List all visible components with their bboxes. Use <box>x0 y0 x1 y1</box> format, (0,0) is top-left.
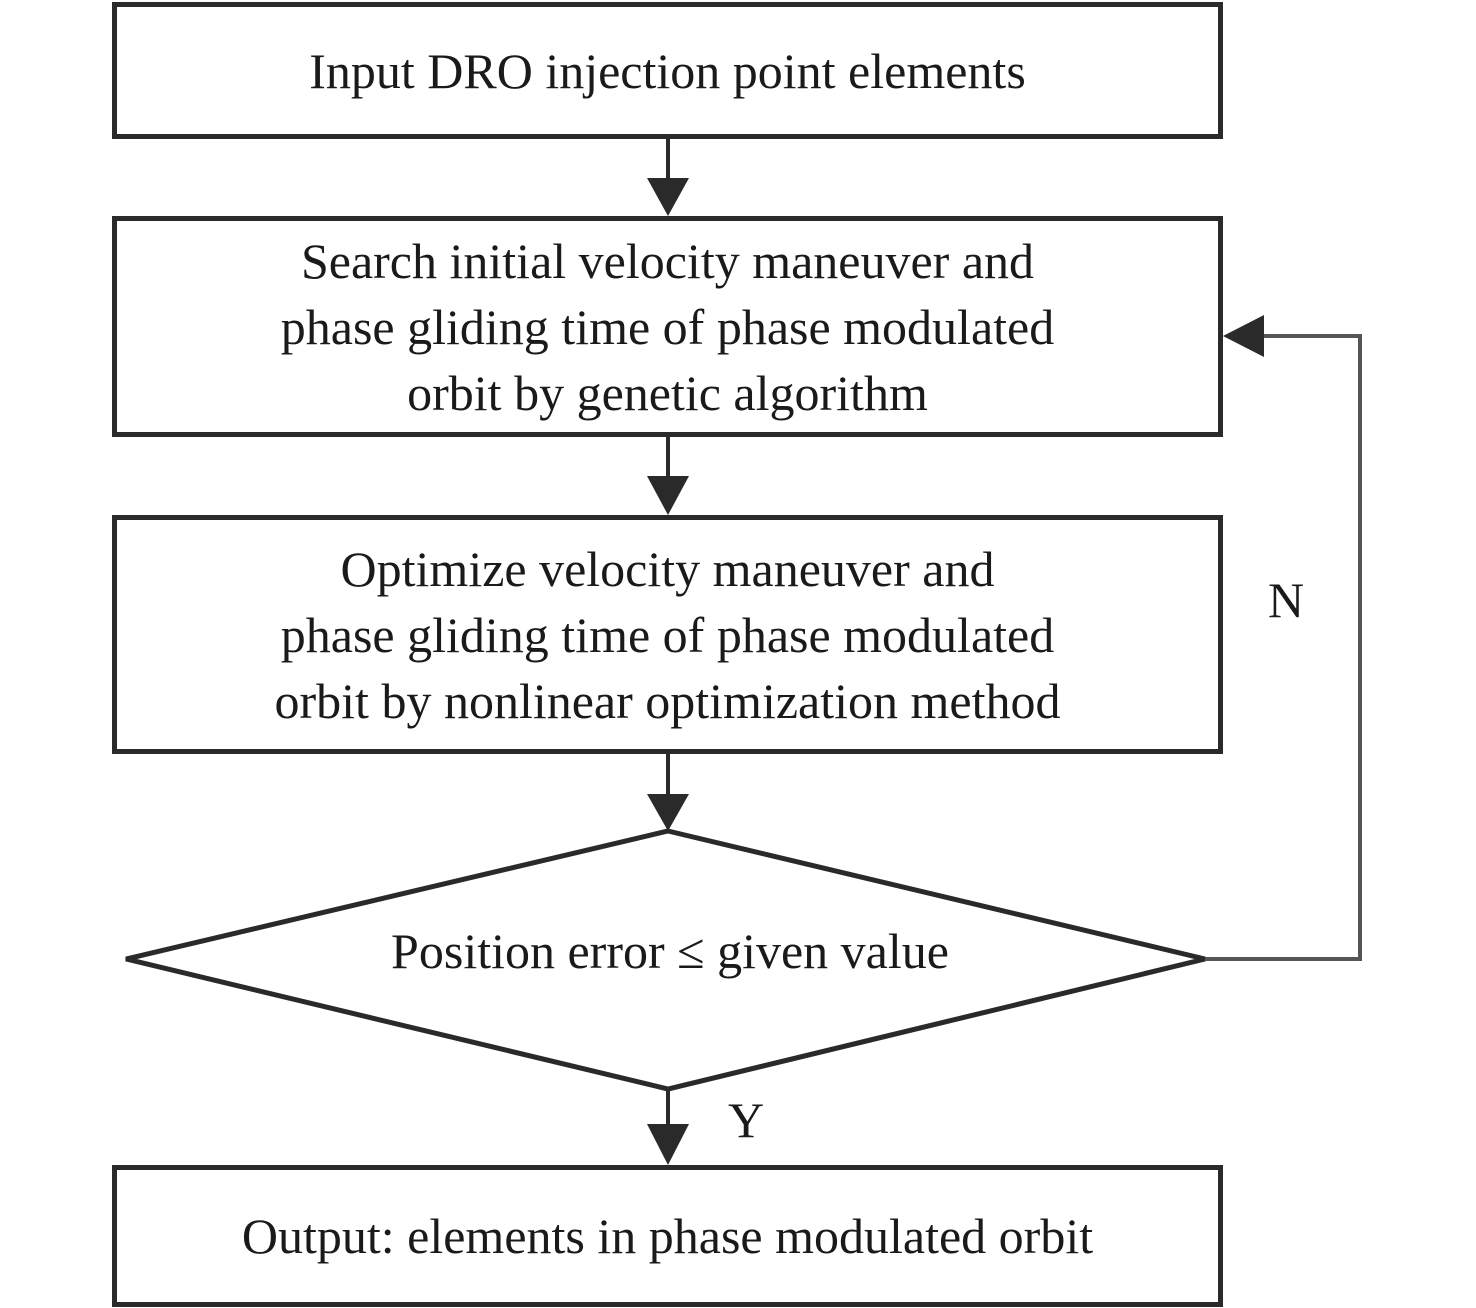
arrowhead-optimize-to-decision <box>647 794 689 831</box>
arrowhead-input-to-search <box>647 178 689 216</box>
step-optimize-line: phase gliding time of phase modulated <box>280 606 1055 663</box>
step-search-line: phase gliding time of phase modulated <box>280 298 1055 355</box>
step-output-line: Output: elements in phase modulated orbi… <box>241 1208 1094 1264</box>
step-optimize-line: orbit by nonlinear optimization method <box>274 672 1061 729</box>
step-input-box: Input DRO injection point elements <box>112 2 1223 139</box>
step-search-text: Search initial velocity maneuver and pha… <box>281 228 1054 426</box>
step-output-text: Output: elements in phase modulated orbi… <box>242 1203 1093 1269</box>
decision-label: Position error ≤ given value <box>391 923 949 979</box>
step-input-line: Input DRO injection point elements <box>309 42 1026 99</box>
branch-label-yes: Y <box>728 1092 765 1148</box>
step-optimize-line: Optimize velocity maneuver and <box>340 540 995 597</box>
step-input-text: Input DRO injection point elements <box>309 38 1026 104</box>
step-search-line: Search initial velocity maneuver and <box>300 232 1035 289</box>
step-optimize-box: Optimize velocity maneuver and phase gli… <box>112 515 1223 754</box>
branch-label-no: N <box>1268 572 1305 628</box>
step-output-box: Output: elements in phase modulated orbi… <box>112 1165 1223 1307</box>
step-optimize-text: Optimize velocity maneuver and phase gli… <box>275 536 1061 734</box>
arrowhead-search-to-optimize <box>647 476 689 515</box>
step-search-box: Search initial velocity maneuver and pha… <box>112 216 1223 437</box>
arrowhead-loop-back <box>1223 315 1264 357</box>
arrowhead-decision-to-output <box>647 1124 689 1165</box>
loop-back-line-no <box>1205 334 1362 961</box>
step-search-line: orbit by genetic algorithm <box>407 364 928 421</box>
